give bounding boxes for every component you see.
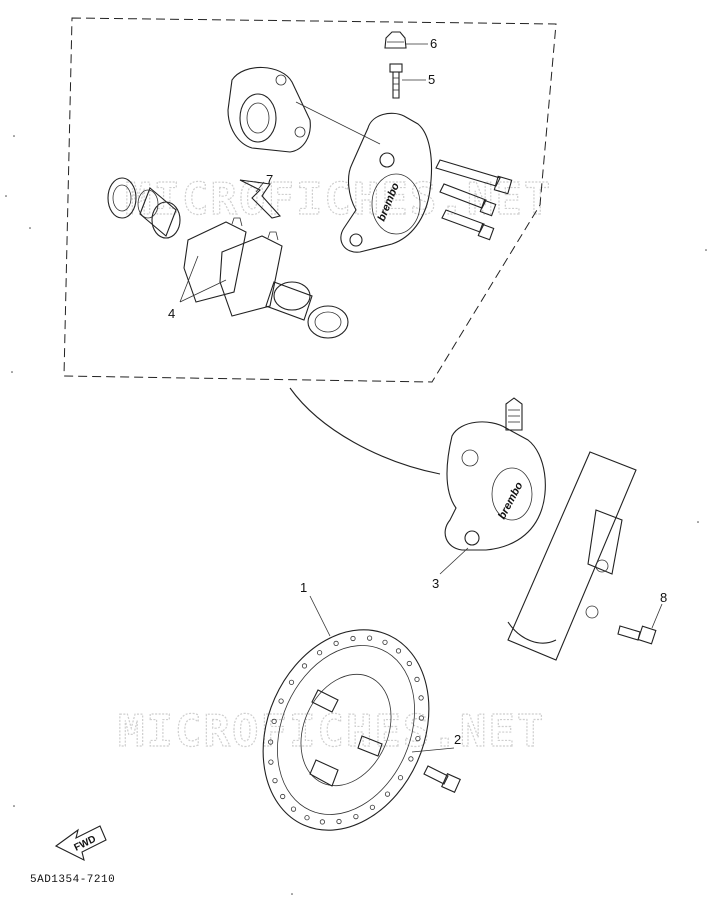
disc-hole [333, 640, 339, 647]
callout-4: 4 [168, 306, 175, 321]
disc-hole [408, 756, 414, 762]
diagram-code: 5AD1354-7210 [30, 874, 115, 886]
disc-drill-holes [267, 635, 424, 825]
assembly-leader-curve [289, 387, 441, 475]
callout-3: 3 [432, 547, 469, 591]
disc-hole [301, 663, 308, 669]
disc-hole [319, 819, 325, 825]
disc-hole [278, 698, 284, 704]
disc-hole [418, 695, 424, 701]
disc-hole [353, 813, 359, 820]
svg-text:6: 6 [430, 36, 437, 51]
watermark-lower: MICROFICHES.NET [118, 706, 545, 757]
disc-hole [350, 635, 356, 642]
disc-hole [406, 660, 412, 667]
disc-hole [369, 804, 375, 810]
piston-seal-left [107, 177, 137, 219]
disc-hole [272, 777, 278, 784]
disc-hole [267, 739, 274, 745]
svg-text:1: 1 [300, 580, 307, 595]
disc-hole [288, 679, 295, 685]
disc-hole [397, 775, 404, 781]
svg-text:4: 4 [168, 306, 175, 321]
callout-7: 7 [255, 172, 273, 193]
disc-hole [336, 818, 342, 825]
callout-2: 2 [411, 732, 461, 753]
svg-text:2: 2 [454, 732, 461, 747]
callout-1: 1 [300, 580, 331, 637]
disc-hole [366, 635, 373, 641]
disc-hole [382, 639, 388, 645]
disc-hole [395, 648, 402, 654]
svg-text:5: 5 [428, 72, 435, 87]
disc-hole [268, 759, 274, 765]
svg-text:7: 7 [266, 172, 273, 187]
callout-8: 8 [651, 590, 667, 629]
pads-leader [179, 255, 227, 303]
caliper-bolts [435, 159, 513, 241]
disc-hole [304, 815, 310, 821]
fork-leg [507, 451, 637, 661]
bleed-screw [389, 63, 403, 99]
disc-hole [415, 735, 421, 742]
disc-hole [384, 791, 391, 797]
assembled-caliper: brembo [444, 397, 546, 551]
assembled-brand-label: brembo [496, 480, 526, 521]
piston-left [137, 187, 181, 239]
callout-6: 6 [406, 36, 437, 51]
forward-arrow-icon: FWD [54, 825, 107, 862]
caliper-outer-half [227, 66, 381, 153]
disc-hole [418, 715, 424, 721]
pad-spring [239, 179, 282, 219]
brake-disc [262, 629, 430, 831]
disc-hole [414, 676, 420, 683]
disc-hole [271, 718, 277, 725]
svg-text:8: 8 [660, 590, 667, 605]
fork-bolt [617, 625, 657, 645]
disc-hole [316, 650, 323, 656]
watermark-upper: MICROFICHES.NET [125, 174, 552, 225]
bleed-cap [384, 31, 407, 49]
scan-specks [5, 135, 707, 895]
svg-text:3: 3 [432, 576, 439, 591]
piston-right [265, 281, 313, 321]
piston-seal-right [307, 305, 349, 339]
disc-hole [280, 793, 286, 800]
brake-pads [183, 217, 283, 317]
callout-5: 5 [402, 72, 435, 87]
disc-bolt [423, 765, 461, 793]
disc-hole [290, 806, 297, 812]
